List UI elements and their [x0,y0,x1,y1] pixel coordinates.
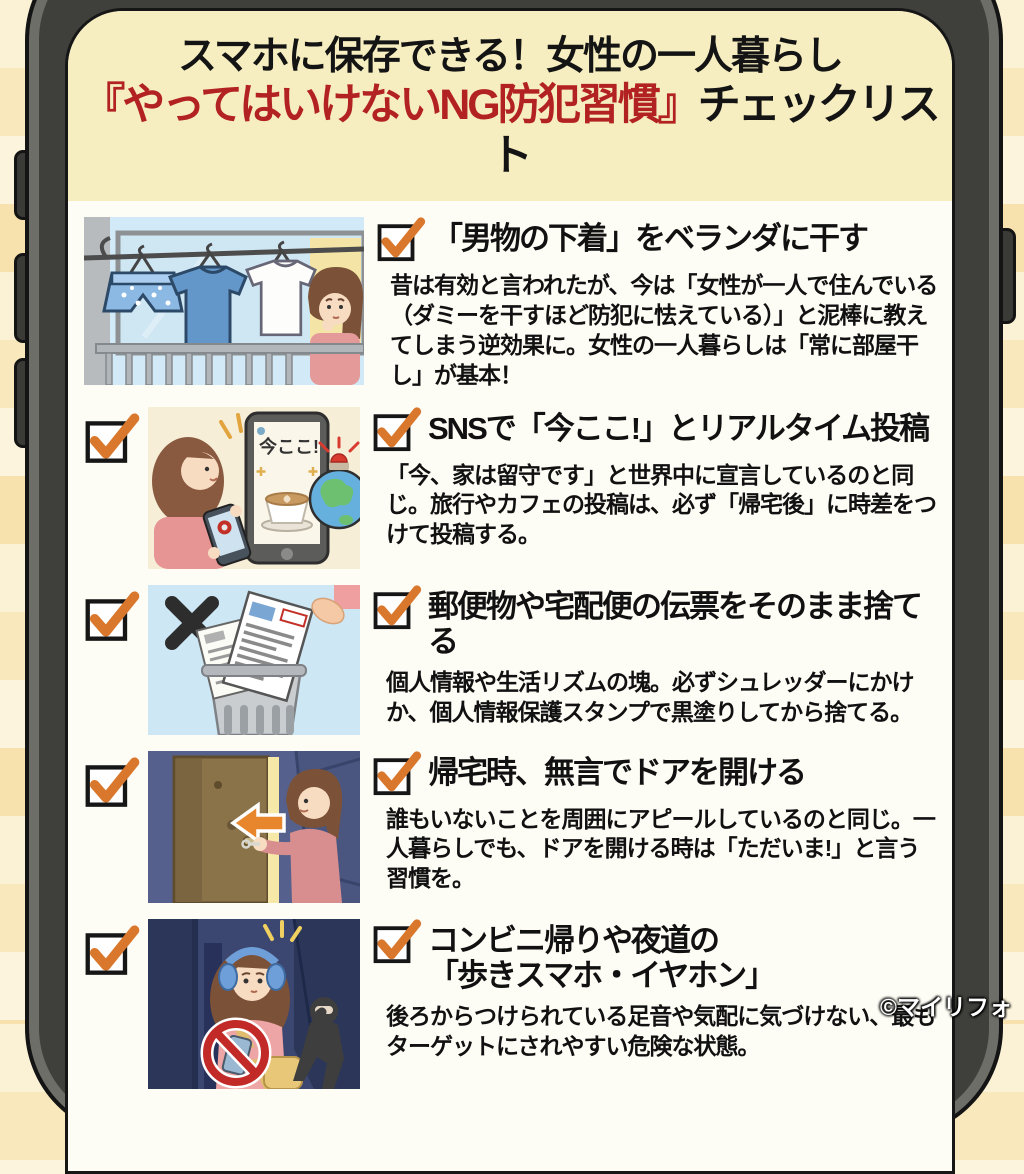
item-title: SNSで「今ここ!」とリアルタイム投稿 [428,410,930,446]
item-description: 後ろからつけられている足音や気配に気づけない、最もターゲットにされやすい危険な状… [386,1002,936,1059]
checked-checkbox-icon[interactable] [84,413,140,465]
phone-screen: スマホに保存できる！女性の一人暮らし 『やってはいけないNG防犯習慣』チェックリ… [65,8,955,1174]
checked-checkbox-icon[interactable] [84,757,140,809]
checked-checkbox-icon[interactable] [376,217,426,263]
checklist-item-3: 郵便物や宅配便の伝票をそのまま捨てる 個人情報や生活リズムの塊。必ずシュレッダー… [84,584,938,735]
illustration-sns-realtime-post: 今ここ! [148,406,360,569]
item-description: 誰もいないことを周囲にアピールしているのと同じ。一人暮らしでも、ドアを開ける時は… [386,805,936,892]
header: スマホに保存できる！女性の一人暮らし 『やってはいけないNG防犯習慣』チェックリ… [68,11,952,202]
item-title: コンビニ帰りや夜道の 「歩きスマホ・イヤホン」 [428,919,776,994]
checked-checkbox-icon[interactable] [372,750,422,797]
item-title: 「男物の下着」をベランダに干す [432,221,869,257]
item-title: 帰宅時、無言でドアを開ける [428,754,807,790]
checked-checkbox-icon[interactable] [84,591,140,643]
checklist: 「男物の下着」をベランダに干す 昔は有効と言われたが、今は「女性が一人で住んでい… [68,201,952,1089]
checked-checkbox-icon[interactable] [372,406,422,453]
illustration-balcony-laundry [84,217,364,386]
header-title-line1: スマホに保存できる！女性の一人暮らし [177,35,844,78]
illustration-mail-slip-trash [148,584,360,735]
header-title-line2: 『やってはいけないNG防犯習慣』チェックリスト [76,80,944,183]
checked-checkbox-icon[interactable] [84,925,140,977]
checked-checkbox-icon[interactable] [372,584,422,631]
item-title-line1: コンビニ帰りや夜道の [428,922,720,958]
item-description: 昔は有効と言われたが、今は「女性が一人で住んでいる（ダミーを干すほど防犯に怯えて… [390,272,938,388]
item-description: 「今、家は留守です」と世界中に宣言しているのと同じ。旅行やカフェの投稿は、必ず「… [386,461,937,548]
sns-post-text: 今ここ! [259,436,319,457]
checked-checkbox-icon[interactable] [372,918,422,965]
checklist-item-4: 帰宅時、無言でドアを開ける 誰もいないことを周囲にアピールしているのと同じ。一人… [84,750,938,903]
illustration-silent-door-open [148,750,360,903]
item-description: 個人情報や生活リズムの塊。必ずシュレッダーにかけか、個人情報保護スタンプで黒塗り… [386,668,915,725]
checklist-item-1: 「男物の下着」をベランダに干す 昔は有効と言われたが、今は「女性が一人で住んでい… [84,217,938,391]
item-title-line2: 「歩きスマホ・イヤホン」 [428,958,776,994]
item-title: 郵便物や宅配便の伝票をそのまま捨てる [428,588,923,660]
illustration-night-walking-phone-earphones [148,918,360,1089]
header-title-black: チェックリスト [490,80,941,181]
checklist-item-5: コンビニ帰りや夜道の 「歩きスマホ・イヤホン」 後ろからつけられている足音や気配… [84,918,938,1089]
header-title-red: 『やってはいけないNG防犯習慣』 [82,80,700,129]
copyright: ©マイリフォ [880,994,1012,1020]
checklist-item-2: 今ここ! [84,406,938,569]
phone-frame: スマホに保存できる！女性の一人暮らし 『やってはいけないNG防犯習慣』チェックリ… [25,0,1003,1174]
